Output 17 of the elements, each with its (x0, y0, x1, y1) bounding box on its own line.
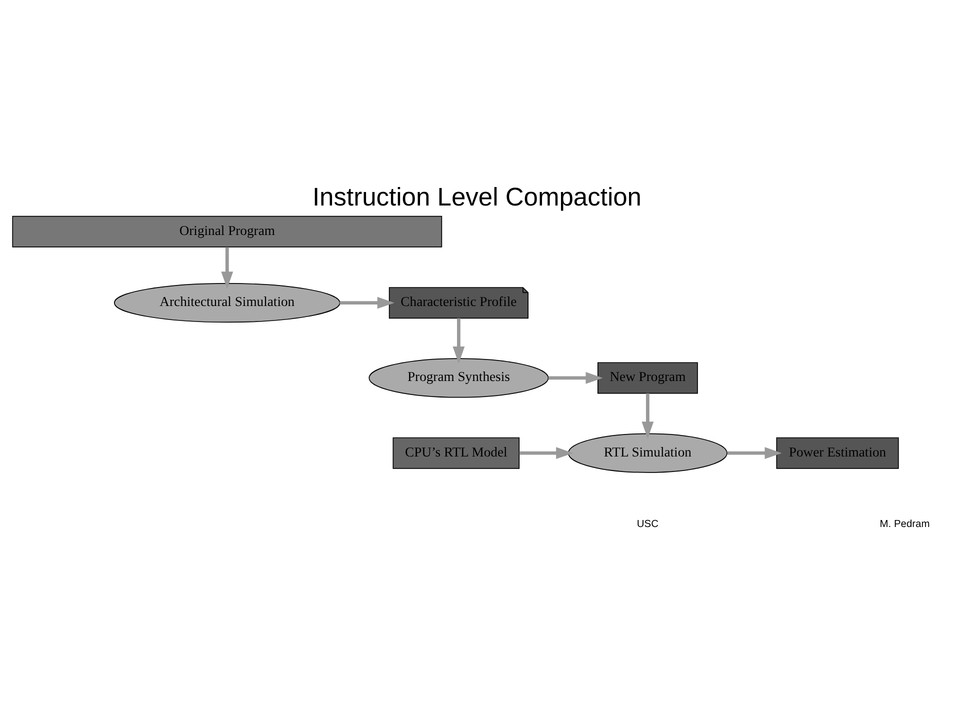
label: M. Pedram (880, 518, 930, 530)
arrow (340, 296, 394, 309)
arrow (548, 372, 603, 384)
node-box: CPU’s RTL Model (392, 437, 520, 469)
node-ellipse: Architectural Simulation (114, 283, 340, 323)
node-box: New Program (597, 362, 698, 394)
arrow (642, 393, 654, 439)
node-ellipse: Program Synthesis (368, 358, 549, 398)
node-ellipse: RTL Simulation (568, 433, 728, 473)
diagram-title: Instruction Level Compaction (312, 183, 642, 212)
label: USC (636, 518, 658, 530)
arrow (519, 447, 574, 460)
arrow (727, 447, 782, 460)
node-box: Original Program (12, 216, 442, 248)
arrow (452, 318, 465, 364)
node-box: Power Estimation (776, 437, 899, 469)
arrow (221, 247, 234, 289)
